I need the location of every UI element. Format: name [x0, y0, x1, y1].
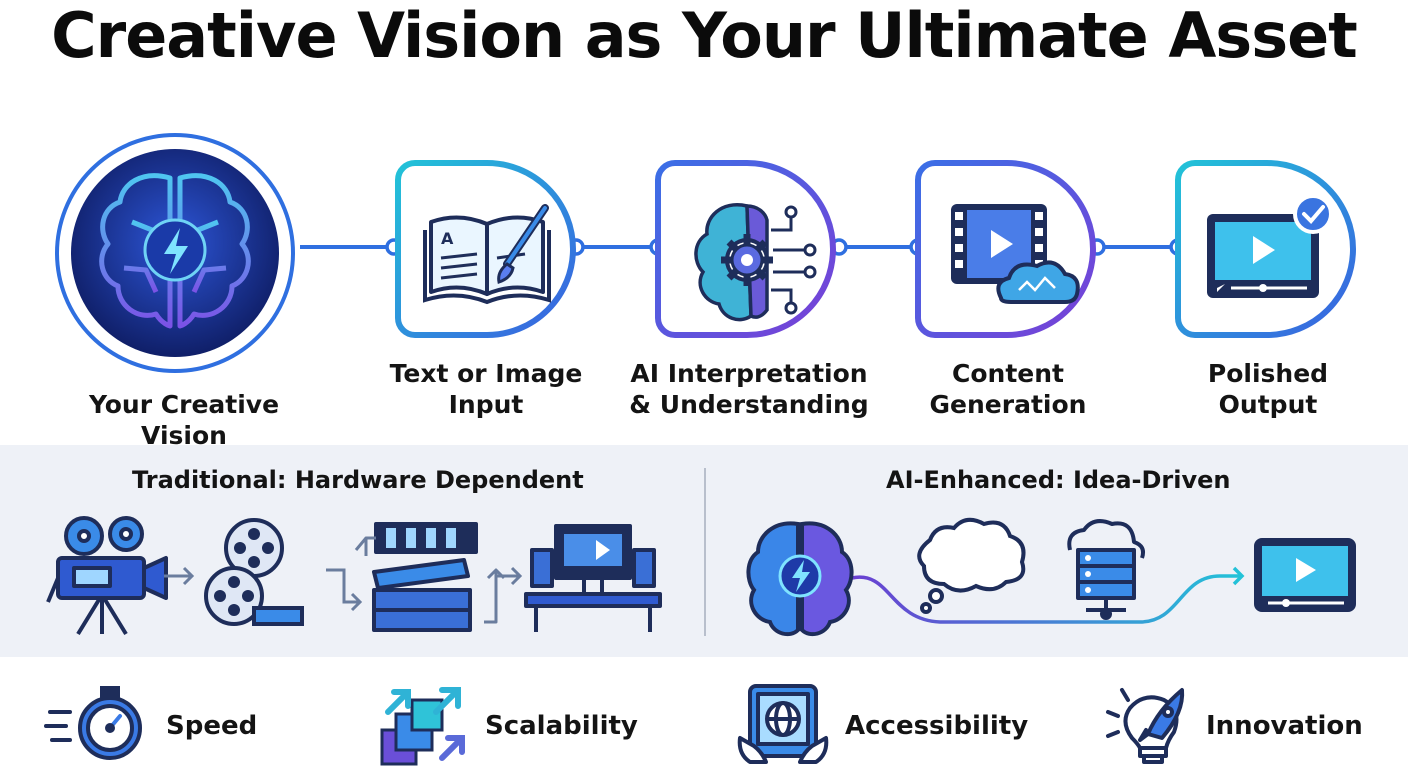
benefit-label-speed: Speed [166, 711, 258, 741]
clapperboard-icon [354, 522, 506, 632]
ai-heading: AI-Enhanced: Idea-Driven [886, 466, 1231, 494]
editing-workstation-icon [524, 524, 662, 632]
step-card-output [1175, 160, 1356, 338]
brain-lightning-icon [746, 521, 854, 637]
video-player-icon [1254, 538, 1356, 612]
brain-gear-icon [694, 203, 817, 322]
step-card-interpretation [655, 160, 836, 338]
video-check-icon [1207, 194, 1333, 298]
step-label-interpretation: AI Interpretation& Understanding [629, 359, 869, 419]
step-label-vision: Your Creative Vision [88, 390, 280, 450]
step-card-generation [915, 160, 1096, 338]
scaling-squares-icon [380, 687, 465, 766]
stopwatch-icon [44, 686, 142, 760]
cloud-server-icon [1067, 519, 1145, 620]
traditional-workflow [46, 516, 662, 636]
book-paintbrush-icon: A [423, 204, 551, 305]
brain-lightning-icon [55, 133, 295, 373]
lightbulb-rocket-icon [1106, 688, 1185, 764]
svg-text:A: A [441, 229, 454, 248]
benefit-label-accessibility: Accessibility [845, 711, 1029, 741]
tablet-globe-icon [737, 684, 829, 764]
ai-workflow [746, 517, 1356, 637]
thought-cloud-icon [917, 517, 1026, 614]
benefit-label-innovation: Innovation [1206, 711, 1363, 741]
benefit-label-scalability: Scalability [485, 711, 638, 741]
movie-camera-icon [46, 516, 168, 636]
film-cloud-icon [951, 204, 1080, 304]
traditional-heading: Traditional: Hardware Dependent [132, 466, 584, 494]
film-reels-icon [204, 518, 304, 626]
comparison-divider [704, 468, 706, 636]
step-card-input: A [395, 160, 576, 338]
page-title: Creative Vision as Your Ultimate Asset [51, 0, 1358, 72]
